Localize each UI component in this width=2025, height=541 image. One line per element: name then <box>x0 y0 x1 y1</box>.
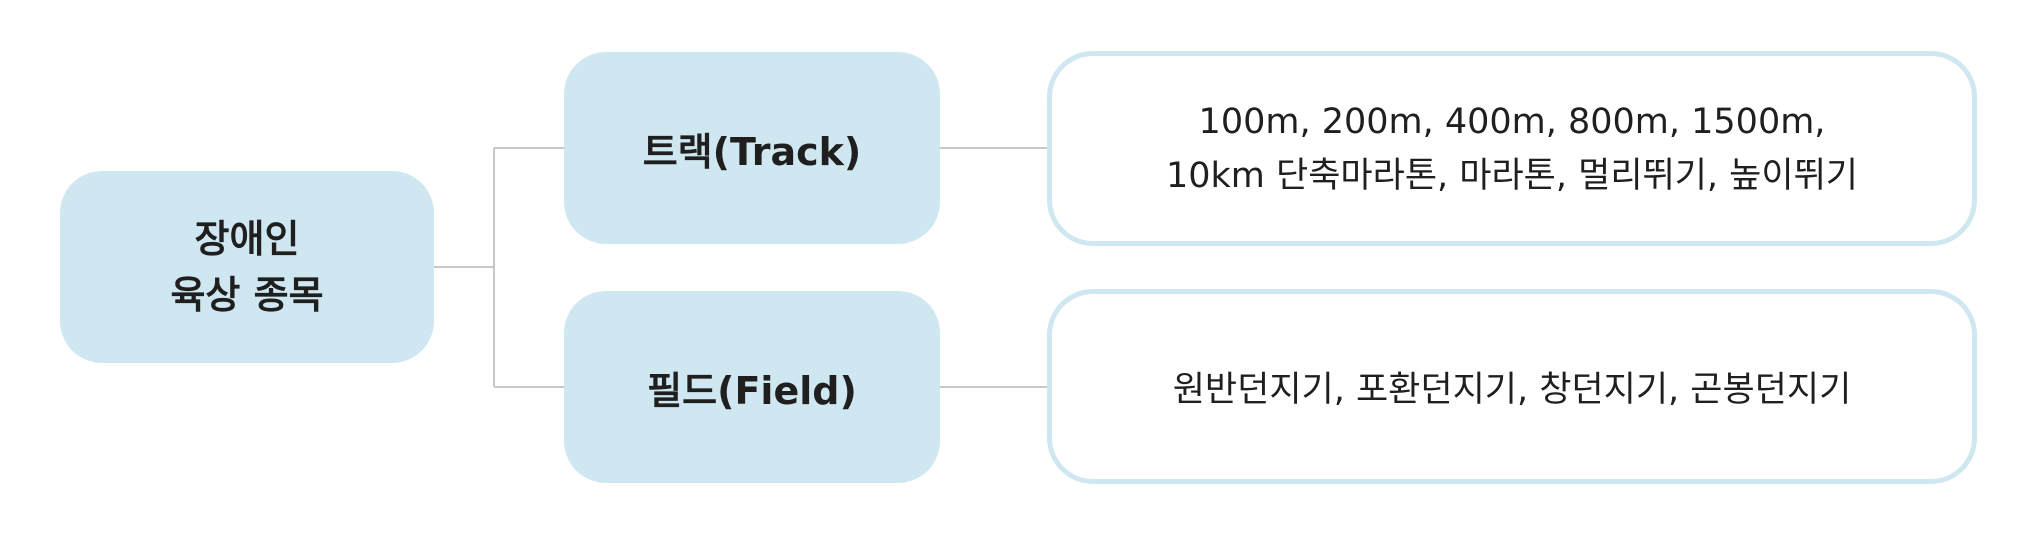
detail-node-track-events: 100m, 200m, 400m, 800m, 1500m, 10km 단축마라… <box>1047 51 1977 246</box>
detail-node-field-events: 원반던지기, 포환던지기, 창던지기, 곤봉던지기 <box>1047 289 1977 484</box>
root-node-line-1: 장애인 <box>194 217 300 261</box>
field-events-line-1: 원반던지기, 포환던지기, 창던지기, 곤봉던지기 <box>1172 370 1852 410</box>
root-node-para-athletics-events: 장애인 육상 종목 <box>60 171 434 363</box>
category-node-field: 필드(Field) <box>564 291 940 483</box>
category-node-track: 트랙(Track) <box>564 52 940 244</box>
category-label-field: 필드(Field) <box>647 368 857 413</box>
track-events-line-1: 100m, 200m, 400m, 800m, 1500m, <box>1198 101 1826 142</box>
track-events-line-2: 10km 단축마라톤, 마라톤, 멀리뛰기, 높이뛰기 <box>1166 155 1858 196</box>
root-node-line-2: 육상 종목 <box>170 273 324 317</box>
category-label-track: 트랙(Track) <box>642 129 862 174</box>
